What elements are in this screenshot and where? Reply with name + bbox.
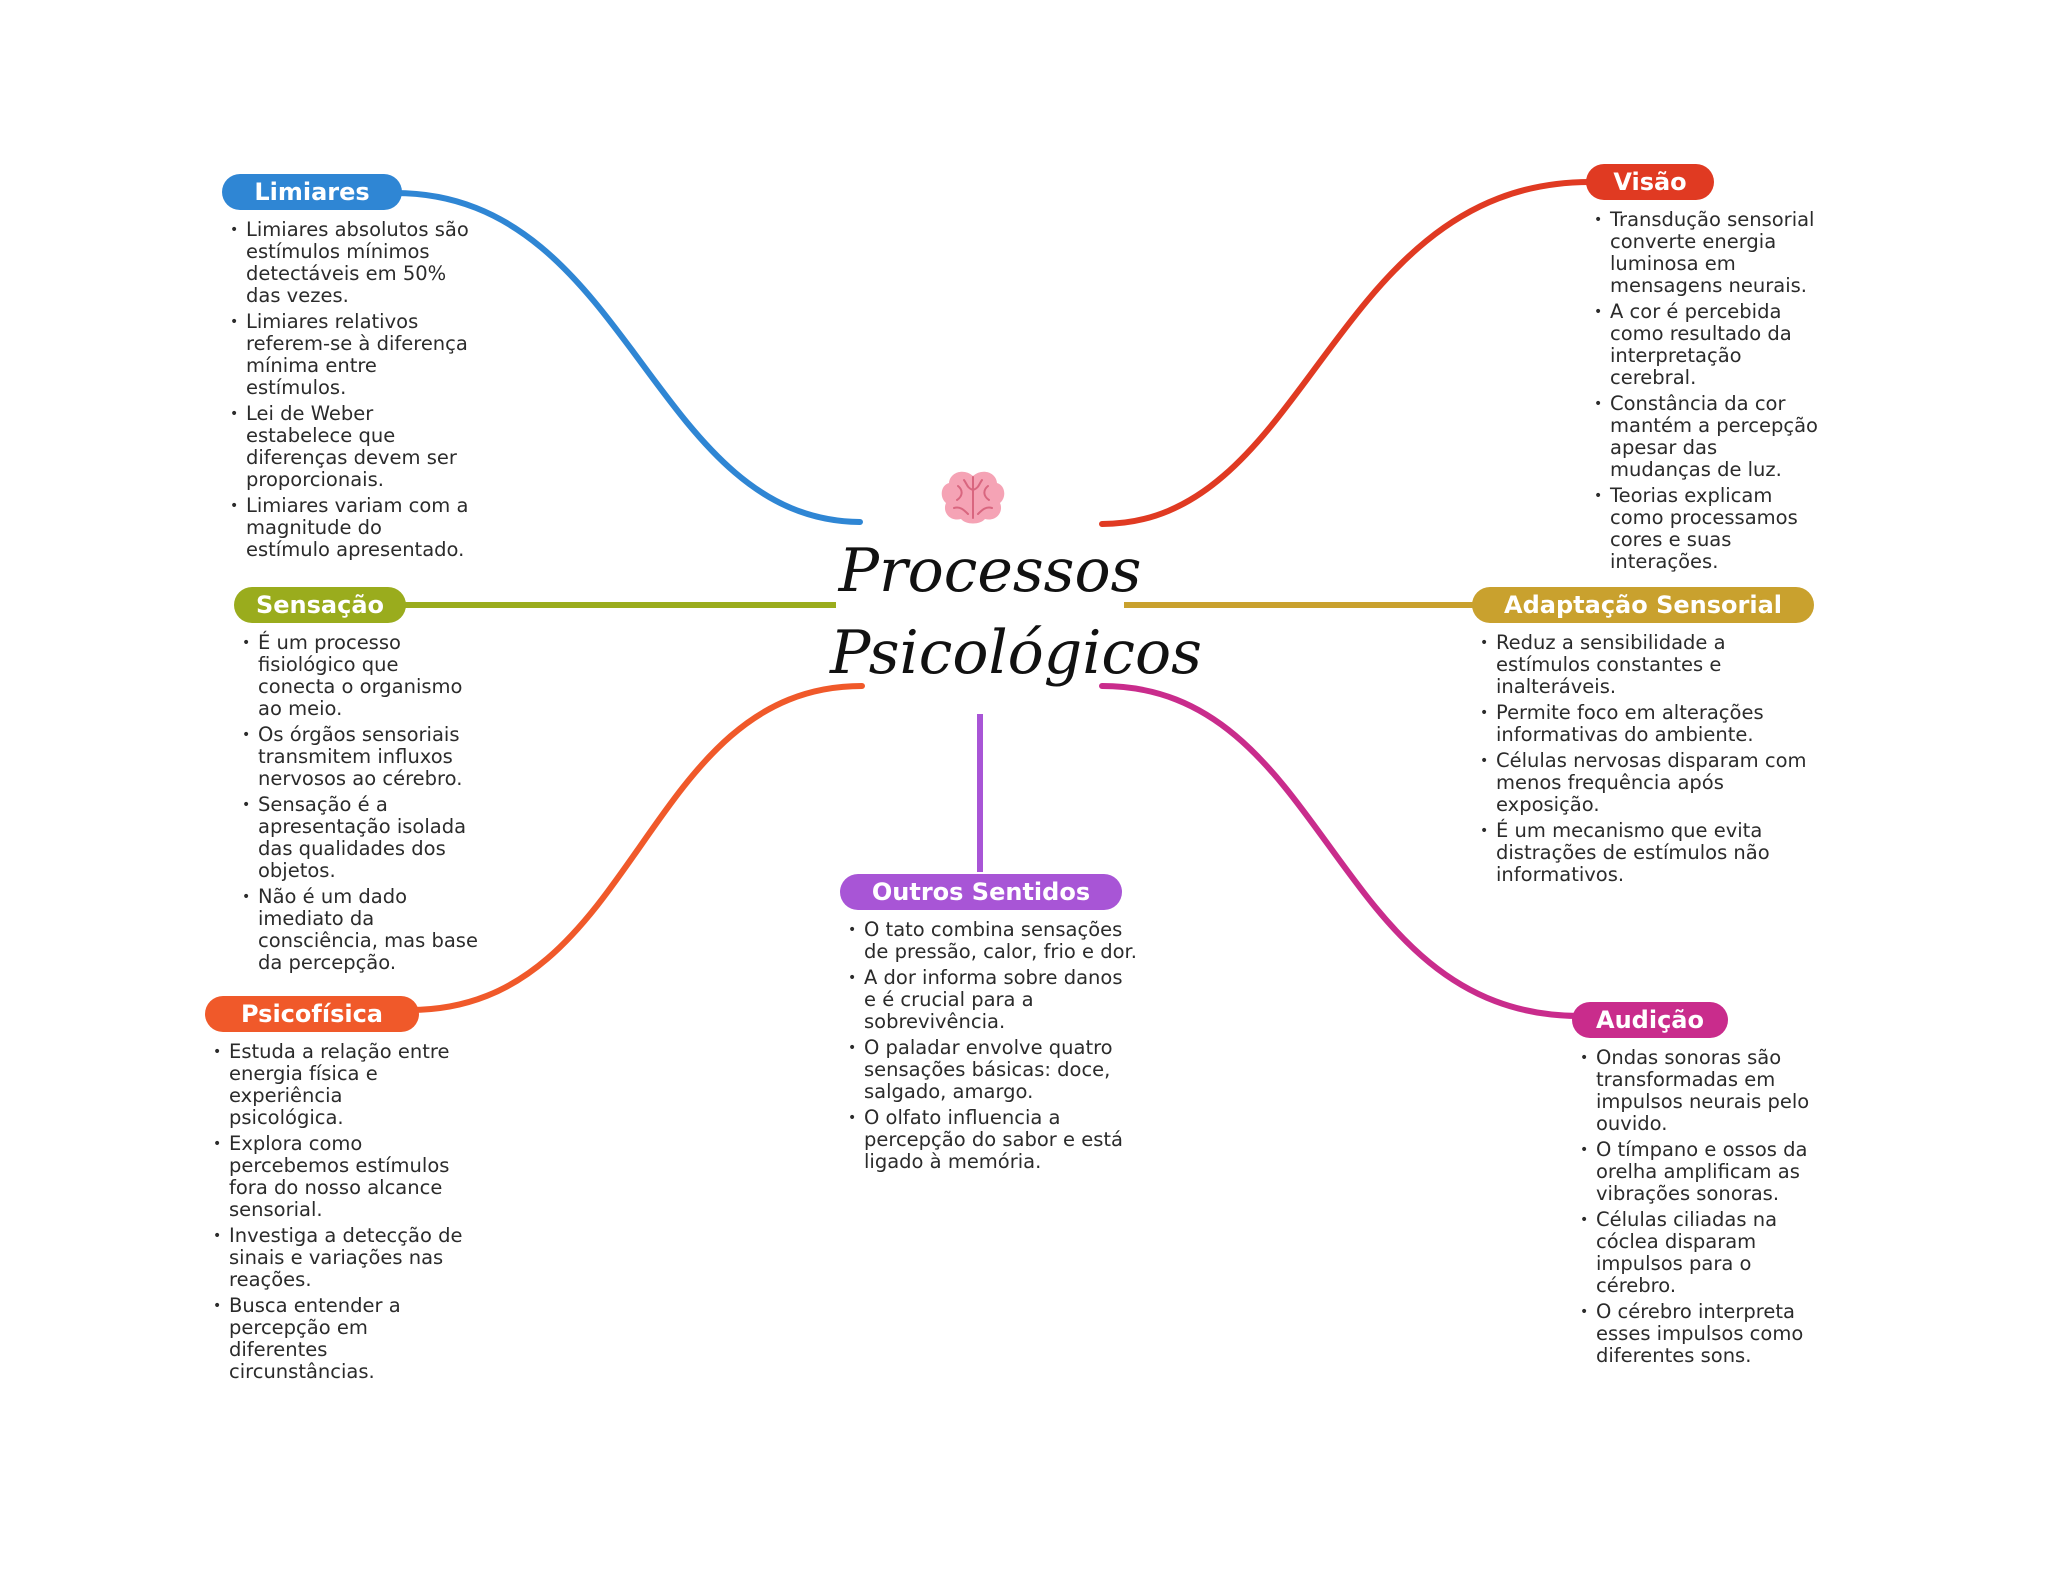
connector-psicofisica [407,683,865,1013]
branch-psicofisica-list: Estuda a relação entre energia física e … [213,1041,463,1387]
list-item: Constância da cor mantém a percepção ape… [1594,393,1824,481]
list-item: Os órgãos sensoriais transmitem influxos… [242,724,482,790]
list-item: Ondas sonoras são transformadas em impul… [1580,1047,1820,1135]
list-item: O cérebro interpreta esses impulsos como… [1580,1301,1820,1367]
list-item: Teorias explicam como processamos cores … [1594,485,1824,573]
list-item: Limiares absolutos são estímulos mínimos… [230,219,470,307]
list-item: Células nervosas disparam com menos freq… [1480,750,1820,816]
list-item: Limiares relativos referem-se à diferenç… [230,311,470,399]
list-item: Não é um dado imediato da consciência, m… [242,886,482,974]
central-title-line2: Psicológicos [830,618,1202,688]
branch-adaptacao-label[interactable]: Adaptação Sensorial [1472,587,1814,623]
list-item: O olfato influencia a percepção do sabor… [848,1107,1138,1173]
list-item: A cor é percebida como resultado da inte… [1594,301,1824,389]
list-item: Reduz a sensibilidade a estímulos consta… [1480,632,1820,698]
list-item: Explora como percebemos estímulos fora d… [213,1133,463,1221]
branch-limiares-label[interactable]: Limiares [222,174,402,210]
branch-sensacao-label[interactable]: Sensação [234,587,406,623]
list-item: Estuda a relação entre energia física e … [213,1041,463,1129]
brain-icon [940,470,1006,530]
list-item: Permite foco em alterações informativas … [1480,702,1820,746]
list-item: O tato combina sensações de pressão, cal… [848,919,1138,963]
branch-adaptacao-list: Reduz a sensibilidade a estímulos consta… [1480,632,1820,890]
branch-psicofisica-label[interactable]: Psicofísica [205,996,419,1032]
list-item: O tímpano e ossos da orelha amplificam a… [1580,1139,1820,1205]
list-item: Sensação é a apresentação isolada das qu… [242,794,482,882]
list-item: Transdução sensorial converte energia lu… [1594,209,1824,297]
connector-audicao [1099,683,1583,1019]
branch-outros-sentidos-label[interactable]: Outros Sentidos [840,874,1122,910]
list-item: Investiga a detecção de sinais e variaçõ… [213,1225,463,1291]
list-item: Células ciliadas na cóclea disparam impu… [1580,1209,1820,1297]
branch-visao-list: Transdução sensorial converte energia lu… [1594,209,1824,577]
list-item: A dor informa sobre danos e é crucial pa… [848,967,1138,1033]
central-title: Processos Psicológicos [830,530,1202,694]
list-item: O paladar envolve quatro sensações básic… [848,1037,1138,1103]
branch-audicao-list: Ondas sonoras são transformadas em impul… [1580,1047,1820,1371]
list-item: É um mecanismo que evita distrações de e… [1480,820,1820,886]
list-item: É um processo fisiológico que conecta o … [242,632,482,720]
connector-limiares [392,190,863,525]
list-item: Lei de Weber estabelece que diferenças d… [230,403,470,491]
connector-visao [1099,179,1593,527]
list-item: Busca entender a percepção em diferentes… [213,1295,463,1383]
branch-limiares-list: Limiares absolutos são estímulos mínimos… [230,219,470,565]
branch-outros-sentidos-list: O tato combina sensações de pressão, cal… [848,919,1138,1177]
central-title-line1: Processos [838,536,1142,606]
list-item: Limiares variam com a magnitude do estím… [230,495,470,561]
branch-visao-label[interactable]: Visão [1586,164,1714,200]
branch-sensacao-list: É um processo fisiológico que conecta o … [242,632,482,978]
branch-audicao-label[interactable]: Audição [1572,1002,1728,1038]
